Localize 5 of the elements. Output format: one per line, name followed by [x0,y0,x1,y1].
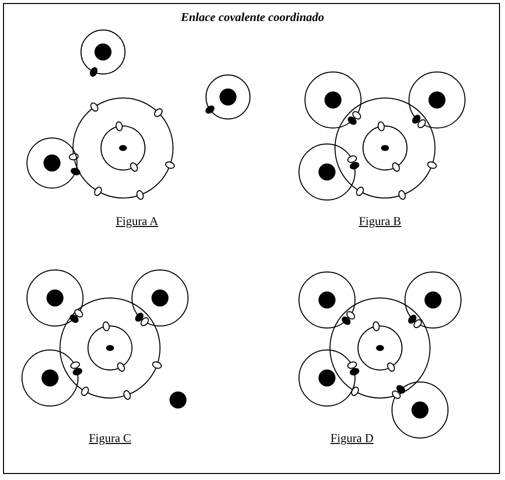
figure-caption: Figura B [358,214,402,229]
figure-caption: Figura D [330,431,374,446]
figure-caption: Figura A [116,214,158,229]
title: Enlace covalente coordinado [180,10,326,25]
figure-caption: Figura C [88,431,132,446]
